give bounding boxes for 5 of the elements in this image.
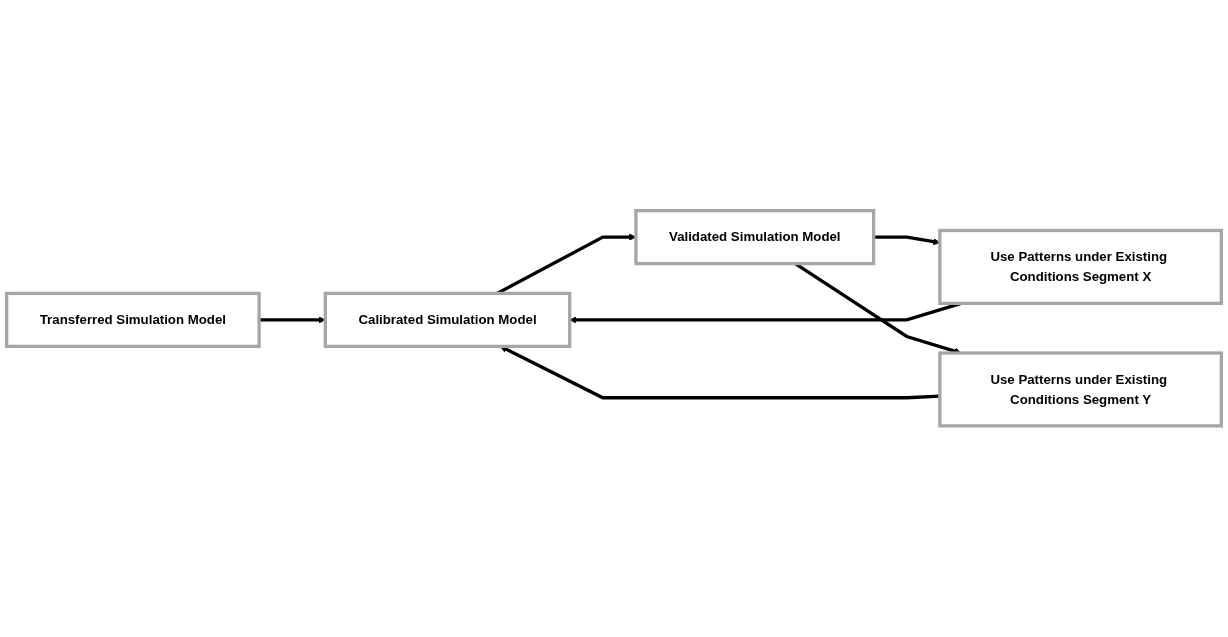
node-box: Use Patterns under Existing Conditions Segment Y xyxy=(938,351,1223,428)
node-box: Calibrated Simulation Model xyxy=(323,292,572,349)
node-box: Use Patterns under Existing Conditions Segment X xyxy=(938,229,1223,306)
node-box: Validated Simulation Model xyxy=(634,209,876,266)
node-box: Transferred Simulation Model xyxy=(5,292,261,349)
